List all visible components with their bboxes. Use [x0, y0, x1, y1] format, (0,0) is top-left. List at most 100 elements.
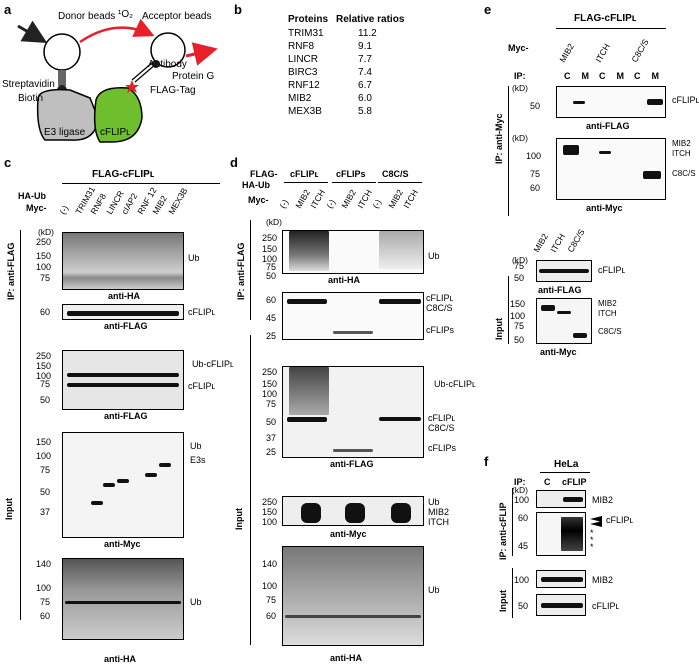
label-d2-c8cs: C8C/S — [426, 303, 453, 313]
caption-e3: anti-FLAG — [538, 285, 582, 295]
panel-c-input-label: Input — [4, 498, 14, 520]
kd-label: (kD) — [265, 217, 282, 227]
label-c3-ub-cflip: Ub-cFLIPʟ — [192, 359, 234, 369]
ratio-value: 11.2 — [358, 28, 377, 39]
marker-d4-2: 100 — [262, 517, 278, 527]
marker-c4-1: 100 — [36, 451, 52, 461]
label-e2-c8cs: C8C/S — [672, 169, 696, 178]
caption-c4: anti-Myc — [104, 539, 141, 549]
blot-f3-input-mib2 — [536, 570, 586, 588]
lane-label: MIB2 — [531, 231, 550, 254]
panel-e-ip-label: IP: anti-Myc — [494, 113, 504, 164]
label-e4-mib2: MIB2 — [598, 299, 617, 308]
marker-d1-1: 150 — [262, 244, 278, 254]
protein-name: BIRC3 — [288, 67, 318, 78]
panel-f-cell-line: HeLa — [554, 459, 579, 470]
label-c4-ub: Ub — [190, 441, 202, 451]
arrowhead-markers — [590, 516, 602, 527]
panel-d-group-1: cFLIPs — [336, 169, 366, 179]
protein-g-label: Protein G — [172, 71, 215, 82]
marker-f2-1: 45 — [518, 541, 529, 551]
antibody-label: Antibody — [148, 59, 187, 70]
marker-c1-1: 150 — [36, 251, 52, 261]
ip-lane-label: C — [564, 71, 571, 81]
blot-c2-ip-flag — [62, 304, 184, 320]
panel-e-myc-label: Myc- — [508, 43, 529, 53]
label-c1-ub: Ub — [188, 253, 200, 263]
marker-c1-0: 250 — [36, 237, 52, 247]
ip-lane-label: M — [616, 71, 625, 81]
panel-f-lane-c: C — [544, 477, 551, 487]
label-e2-itch: ITCH — [672, 149, 691, 158]
panel-c-myc-label: Myc- — [26, 203, 47, 213]
lane-label: ITCH — [593, 41, 612, 64]
lane-label: (-) — [57, 203, 71, 216]
flag-tag-label: FLAG-Tag — [150, 85, 196, 96]
blot-e4-input-myc — [536, 298, 592, 344]
label-d4-mib2: MIB2 — [428, 507, 450, 517]
marker-c4-3: 50 — [40, 487, 51, 497]
label-d1-ub: Ub — [428, 251, 440, 261]
marker-c5-3: 60 — [40, 611, 51, 621]
label-d5-ub: Ub — [428, 585, 440, 595]
label-f1-mib2: MIB2 — [592, 495, 614, 505]
label-d4-ub: Ub — [428, 497, 440, 507]
marker-d3-0: 250 — [262, 367, 278, 377]
ratio-value: 7.4 — [358, 67, 372, 78]
marker-d1-3: 75 — [266, 262, 277, 272]
marker-d1-4: 50 — [266, 271, 277, 281]
marker-e4-1: 100 — [510, 311, 526, 321]
caption-c3: anti-FLAG — [104, 411, 148, 421]
panel-e-input-label: Input — [494, 318, 504, 340]
lane-label: C8C/S — [565, 227, 587, 254]
panel-d-ip-label: IP: anti-FLAG — [236, 242, 246, 301]
panel-f-ip-label: IP: anti-cFLIP — [498, 502, 508, 560]
panel-d-ha-ub-label: HA-Ub — [242, 180, 270, 190]
acceptor-beads-label: Acceptor beads — [142, 11, 212, 22]
marker-d5-0: 140 — [262, 559, 278, 569]
lane-label: (-) — [277, 197, 291, 210]
label-e4-itch: ITCH — [598, 309, 617, 318]
ip-lane-label: C — [634, 71, 641, 81]
marker-e2-1: 75 — [530, 169, 541, 179]
caption-c2: anti-FLAG — [104, 321, 148, 331]
lane-label: ITCH — [548, 231, 567, 254]
marker-d5-2: 75 — [266, 595, 277, 605]
biotin-label: Biotin — [18, 93, 44, 104]
marker-e1-0: 50 — [530, 101, 541, 111]
panel-d-myc-label: Myc- — [248, 195, 269, 205]
marker-d3-1: 150 — [262, 379, 278, 389]
header-relative-ratios: Relative ratios — [336, 14, 405, 25]
kd-label: (kD) — [37, 227, 54, 237]
label-c3-cflip: cFLIPʟ — [188, 381, 216, 391]
panel-label-d: d — [230, 155, 238, 170]
label-e1-cflip: cFLIPʟ — [672, 95, 699, 105]
blot-e1-ip-flag — [556, 86, 666, 118]
ratio-value: 6.0 — [358, 93, 372, 104]
marker-f1-0: 100 — [514, 495, 530, 505]
cleavage-stars: * * * — [590, 528, 594, 552]
ratio-value: 5.8 — [358, 106, 372, 117]
panel-c-flag-header: FLAG-cFLIPʟ — [92, 169, 155, 180]
lane-label: (-) — [370, 197, 384, 210]
blot-c5-input-ha — [62, 558, 184, 640]
marker-c1-2: 100 — [36, 262, 52, 272]
donor-beads-label: Donor beads — [58, 11, 116, 22]
marker-e2-0: 100 — [526, 151, 542, 161]
marker-c5-1: 100 — [36, 583, 52, 593]
label-d3-cflips: cFLIPs — [428, 443, 457, 453]
lane-label: ITCH — [401, 187, 420, 210]
caption-e1: anti-FLAG — [586, 121, 630, 131]
label-d3-cflip: cFLIPʟ — [428, 413, 456, 423]
marker-d4-1: 150 — [262, 507, 278, 517]
marker-d5-3: 60 — [266, 611, 277, 621]
blot-c4-input-myc — [62, 432, 184, 538]
alpha-screen-diagram — [17, 18, 218, 143]
kd-label: (kD) — [511, 485, 528, 495]
marker-d2-1: 45 — [266, 313, 277, 323]
